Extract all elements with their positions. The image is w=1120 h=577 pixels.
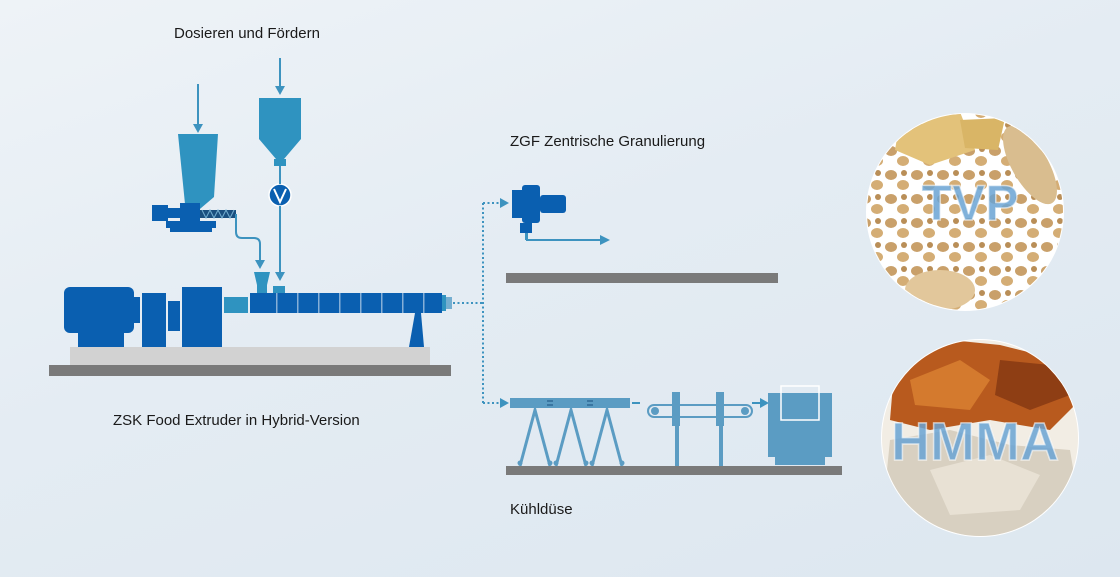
granulator-base-plate bbox=[506, 273, 778, 283]
cutter-unit bbox=[768, 385, 832, 465]
side-feeder-hopper bbox=[178, 134, 218, 214]
hmma-label: HMMA bbox=[891, 412, 1059, 472]
cooling-die bbox=[510, 398, 630, 408]
cooling-die-label: Kühldüse bbox=[510, 501, 573, 518]
cooling-die-line bbox=[510, 385, 832, 467]
extruder-base-plate bbox=[49, 365, 451, 376]
granulator bbox=[512, 185, 610, 245]
feed-port-2 bbox=[273, 286, 285, 293]
tvp-product-image: TVP bbox=[866, 113, 1064, 311]
side-feeder bbox=[152, 134, 236, 232]
feeder-hopper bbox=[259, 98, 301, 159]
tvp-label: TVP bbox=[921, 175, 1018, 231]
conveyor bbox=[647, 392, 769, 466]
granulation-label: ZGF Zentrische Granulierung bbox=[510, 133, 706, 150]
cooling-line-base-plate bbox=[506, 466, 842, 475]
feed-port-1 bbox=[257, 285, 267, 293]
motor bbox=[64, 287, 248, 347]
output-split-lines bbox=[453, 202, 500, 404]
extruder-label: ZSK Food Extruder in Hybrid-Version bbox=[113, 412, 360, 429]
dosing-label: Dosieren und Fördern bbox=[174, 25, 320, 42]
extruder-assembly bbox=[49, 272, 452, 376]
extruder-barrel bbox=[250, 293, 452, 347]
feed-flow-lines bbox=[193, 58, 285, 281]
hmma-product-image: HMMA bbox=[881, 339, 1079, 537]
extruder-frame bbox=[70, 347, 430, 365]
gravimetric-feeder bbox=[259, 98, 301, 207]
